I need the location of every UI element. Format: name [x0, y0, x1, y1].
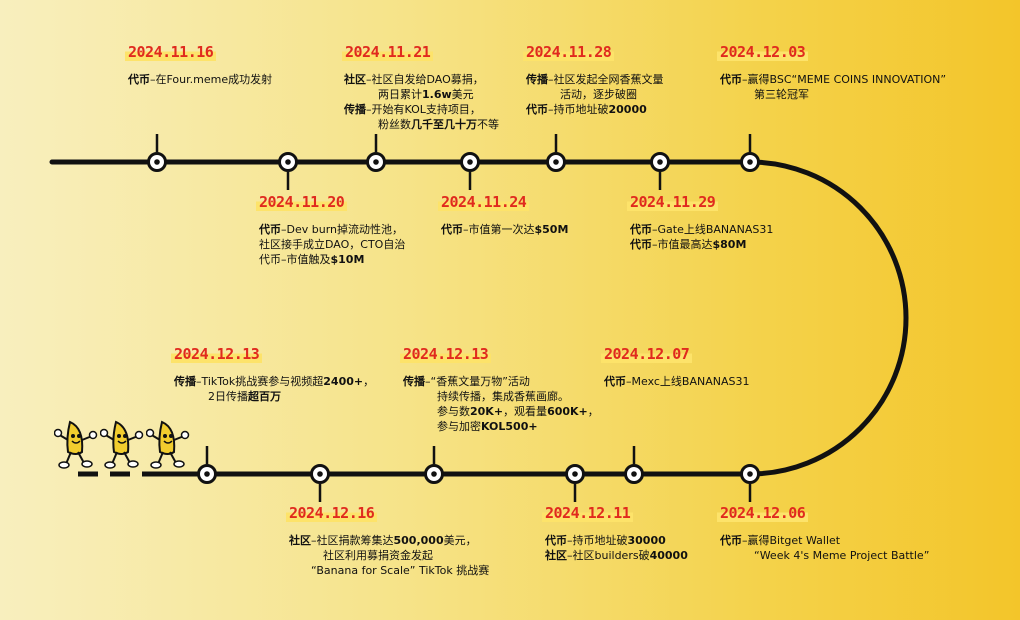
event-description: 社区–社区自发给DAO募捐， 两日累计1.6w美元 传播–开始有KOL支持项目，… [344, 73, 499, 131]
event-description: 社区–社区捐款筹集达500,000美元， 社区利用募捐资金发起 “Banana … [289, 534, 490, 577]
timeline-node-center [747, 159, 753, 165]
banana-mascot-icon [99, 418, 146, 474]
banana-mascot-icon [145, 418, 192, 474]
event-date: 2024.12.16 [286, 505, 378, 522]
timeline-node-center [431, 471, 437, 477]
event-date: 2024.12.11 [542, 505, 634, 522]
event-description: 传播–社区发起全网香蕉文量 活动，逐步破圈 代币–持币地址破20000 [526, 73, 664, 116]
event-description: 传播–TikTok挑战赛参与视频超2400+， 2日传播超百万 [174, 375, 375, 403]
timeline-node-center [204, 471, 210, 477]
event-description: 代币–持币地址破30000 社区–社区builders破40000 [545, 534, 688, 562]
event-description: 代币–Dev burn掉流动性池， 社区接手成立DAO，CTO自治 代币–市值触… [259, 223, 406, 266]
timeline-node-center [631, 471, 637, 477]
timeline-node-center [154, 159, 160, 165]
event-description: 代币–Gate上线BANANAS31 代币–市值最高达$80M [630, 223, 774, 251]
timeline-node-center [373, 159, 379, 165]
event-date: 2024.11.20 [256, 194, 348, 211]
event-date: 2024.11.16 [125, 44, 217, 61]
event-date: 2024.11.29 [627, 194, 719, 211]
event-date: 2024.12.13 [400, 346, 492, 363]
banana-mascot-icon [53, 418, 100, 474]
timeline-path [49, 159, 909, 477]
event-date: 2024.12.03 [717, 44, 809, 61]
timeline-node-center [553, 159, 559, 165]
event-description: 代币–Mexc上线BANANAS31 [604, 375, 750, 388]
timeline-node-center [572, 471, 578, 477]
event-date: 2024.12.07 [601, 346, 693, 363]
event-date: 2024.12.13 [171, 346, 263, 363]
timeline-node-center [747, 471, 753, 477]
event-date: 2024.11.24 [438, 194, 530, 211]
event-date: 2024.11.28 [523, 44, 615, 61]
event-date: 2024.11.21 [342, 44, 434, 61]
event-date: 2024.12.06 [717, 505, 809, 522]
timeline-node-center [467, 159, 473, 165]
event-description: 代币–在Four.meme成功发射 [128, 73, 273, 86]
event-description: 代币–赢得BSC“MEME COINS INNOVATION” 第三轮冠军 [720, 73, 947, 101]
event-description: 代币–赢得Bitget Wallet “Week 4's Meme Projec… [720, 534, 930, 562]
timeline-node-center [285, 159, 291, 165]
event-description: 代币–市值第一次达$50M [441, 223, 569, 236]
timeline-node-center [657, 159, 663, 165]
timeline-node-center [317, 471, 323, 477]
event-description: 传播–“香蕉文量万物”活动 持续传播，集成香蕉画廊。 参与数20K+，观看量60… [403, 375, 599, 433]
